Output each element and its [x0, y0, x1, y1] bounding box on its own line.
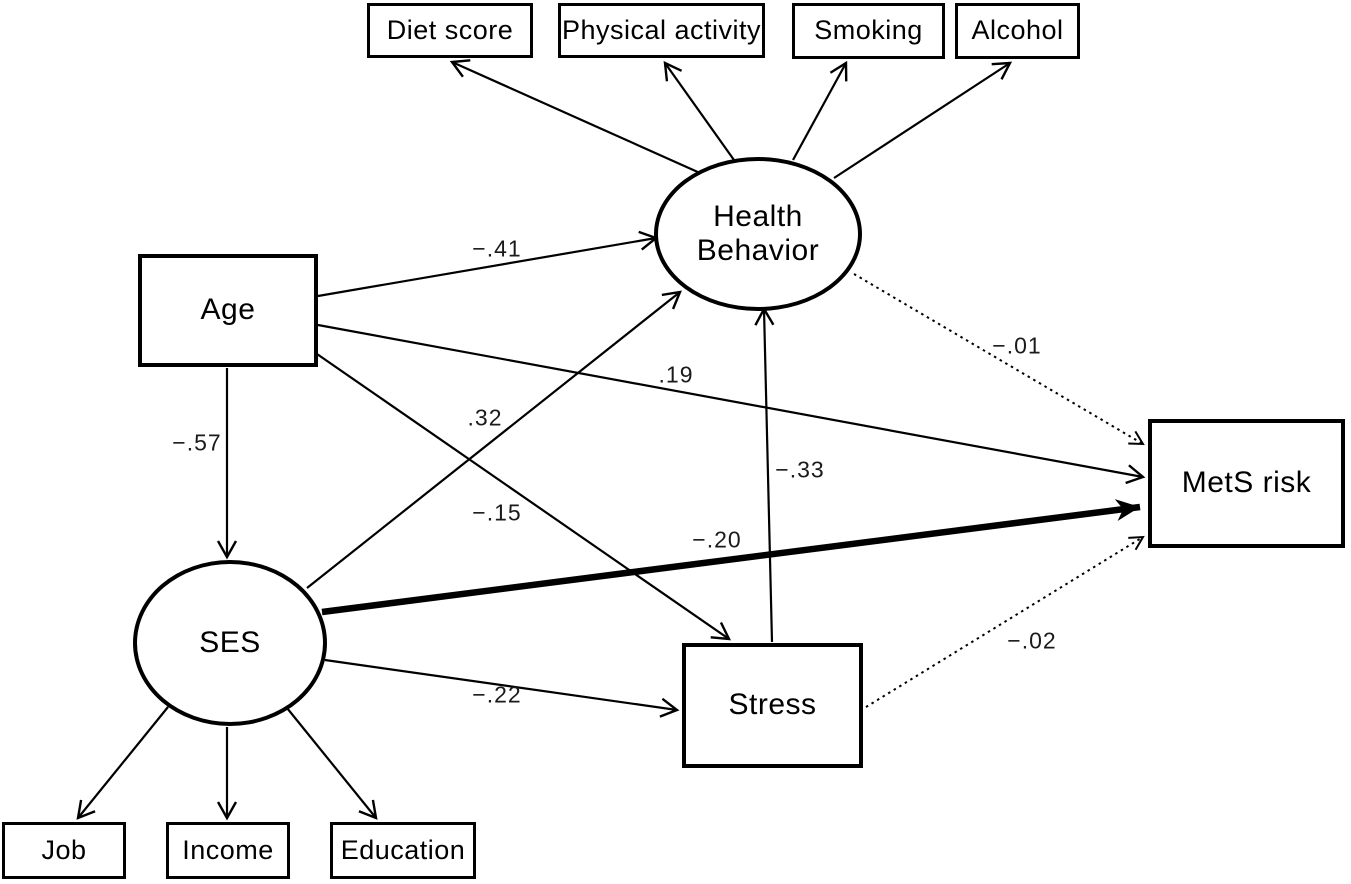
node-job-label: Job: [41, 834, 87, 865]
node-age-label: Age: [200, 293, 256, 327]
path-stress-to-health-behavior: [754, 306, 775, 643]
node-smoking: Smoking: [792, 3, 945, 59]
coef-ses-to-health-behavior: .32: [467, 404, 503, 431]
node-diet-score-label: Diet score: [386, 14, 514, 45]
node-income: Income: [166, 822, 290, 879]
node-physical-activity-label: Physical activity: [561, 14, 762, 45]
node-diet-score: Diet score: [367, 3, 533, 58]
node-alcohol: Alcohol: [955, 3, 1080, 59]
path-ses-to-stress: [324, 658, 680, 718]
node-job: Job: [2, 822, 126, 879]
coef-age-to-health-behavior: −.41: [472, 235, 522, 262]
coef-ses-to-stress: −.22: [472, 681, 522, 708]
node-alcohol-label: Alcohol: [971, 15, 1064, 46]
coef-health-behavior-to-mets-risk: −.01: [992, 332, 1042, 359]
path-age-to-stress: [316, 353, 732, 641]
node-health-behavior-label: Health Behavior: [696, 199, 820, 268]
path-ses-to-health-behavior: [306, 290, 682, 589]
node-mets-risk: MetS risk: [1148, 419, 1345, 548]
path-age-to-mets-risk: [317, 323, 1146, 485]
path-ses-to-education: [286, 707, 378, 820]
node-stress-label: Stress: [728, 688, 817, 722]
node-smoking-label: Smoking: [814, 15, 923, 46]
coef-stress-to-mets-risk: −.02: [1007, 627, 1057, 654]
coef-age-to-mets-risk: .19: [658, 361, 694, 388]
path-stress-to-mets-risk: [865, 535, 1145, 708]
coef-age-to-stress: −.15: [472, 499, 522, 526]
node-income-label: Income: [182, 834, 274, 865]
node-ses-label: SES: [199, 625, 261, 659]
path-age-to-health-behavior: [317, 230, 659, 298]
path-health-behavior-to-physical-activity: [663, 61, 735, 161]
path-ses-to-job: [76, 706, 169, 820]
path-health-behavior-to-smoking: [792, 60, 848, 161]
path-ses-to-mets-risk: [321, 499, 1141, 616]
coef-stress-to-health-behavior: −.33: [775, 456, 825, 483]
node-ses: SES: [133, 560, 327, 726]
node-age: Age: [138, 254, 318, 367]
path-health-behavior-to-diet-score: [449, 59, 701, 175]
node-health-behavior: Health Behavior: [654, 157, 862, 311]
coef-ses-to-mets-risk: −.20: [692, 526, 742, 553]
node-stress: Stress: [682, 643, 863, 768]
node-physical-activity: Physical activity: [558, 3, 765, 58]
path-health-behavior-to-alcohol: [833, 61, 1013, 179]
coef-age-to-ses: −.57: [172, 429, 222, 456]
node-education: Education: [330, 822, 476, 879]
node-mets-risk-label: MetS risk: [1181, 466, 1312, 500]
node-education-label: Education: [340, 834, 466, 865]
